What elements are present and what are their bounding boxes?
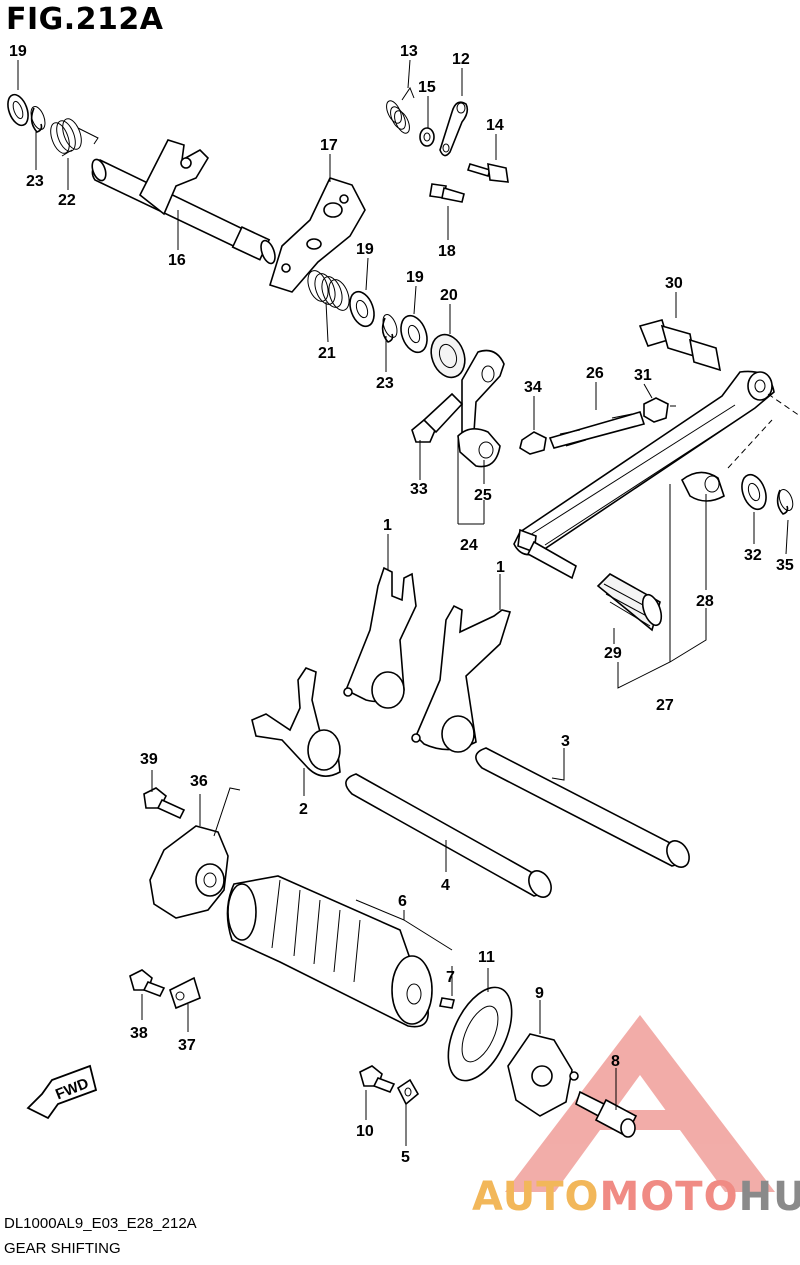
part-18-pin xyxy=(429,183,465,203)
callout-39: 39 xyxy=(140,751,158,768)
callout-25: 25 xyxy=(474,487,492,504)
callout-29: 29 xyxy=(604,645,622,662)
callout-6: 6 xyxy=(398,893,407,910)
shift-forks-group xyxy=(251,566,512,777)
part-12-link xyxy=(439,101,469,157)
gearshift-lever-group xyxy=(411,319,800,632)
callout-10: 10 xyxy=(356,1123,374,1140)
callout-37: 37 xyxy=(178,1037,196,1054)
callout-12: 12 xyxy=(452,51,470,68)
part-14-bolt xyxy=(466,162,509,183)
callout-21: 21 xyxy=(318,345,336,362)
diagram-caption: GEAR SHIFTING xyxy=(4,1240,121,1257)
callout-36: 36 xyxy=(190,773,208,790)
callout-15: 15 xyxy=(418,79,436,96)
callout-35: 35 xyxy=(776,557,794,574)
callout-19: 19 xyxy=(9,43,27,60)
callout-3: 3 xyxy=(561,733,570,750)
part-15-ring xyxy=(419,127,435,147)
callout-31: 31 xyxy=(634,367,652,384)
callout-34: 34 xyxy=(524,379,542,396)
callout-26: 26 xyxy=(586,365,604,382)
callout-1: 1 xyxy=(496,559,505,576)
shift-shaft-group xyxy=(7,93,366,293)
callout-13: 13 xyxy=(400,43,418,60)
callout-5: 5 xyxy=(401,1149,410,1166)
watermark-moto: MOTO xyxy=(599,1174,739,1220)
callout-11: 11 xyxy=(478,949,495,966)
watermark-auto: AUTO xyxy=(472,1174,600,1220)
callout-19: 19 xyxy=(356,241,374,258)
part-13-spring xyxy=(386,86,415,134)
callout-23: 23 xyxy=(376,375,394,392)
callout-2: 2 xyxy=(299,801,308,818)
callout-18: 18 xyxy=(438,243,456,260)
figure-title: FIG.212A xyxy=(6,2,164,37)
shaft-spacer-group xyxy=(307,270,466,379)
callout-19: 19 xyxy=(406,269,424,286)
callout-32: 32 xyxy=(744,547,762,564)
fwd-arrow-icon: FWD xyxy=(26,1064,98,1120)
callout-28: 28 xyxy=(696,593,714,610)
callout-labels: 19 23 22 16 13 15 12 14 18 17 19 19 20 2… xyxy=(9,43,794,1166)
callout-16: 16 xyxy=(168,252,186,269)
watermark-text: AUTOMOTOHUB xyxy=(472,1174,800,1220)
callout-14: 14 xyxy=(486,117,504,134)
shift-cam-group xyxy=(129,787,638,1138)
fork-shafts xyxy=(345,747,690,898)
callout-9: 9 xyxy=(535,985,544,1002)
watermark-hub: HUB xyxy=(738,1174,800,1220)
callout-20: 20 xyxy=(440,287,458,304)
callout-4: 4 xyxy=(441,877,450,894)
callout-8: 8 xyxy=(611,1053,620,1070)
callout-7: 7 xyxy=(446,969,455,986)
callout-38: 38 xyxy=(130,1025,148,1042)
callout-23: 23 xyxy=(26,173,44,190)
callout-22: 22 xyxy=(58,192,76,209)
callout-30: 30 xyxy=(665,275,683,292)
callout-1: 1 xyxy=(383,517,392,534)
callout-17: 17 xyxy=(320,137,338,154)
diagram-code: DL1000AL9_E03_E28_212A xyxy=(4,1215,197,1232)
callout-24: 24 xyxy=(460,537,478,554)
leader-lines xyxy=(17,59,789,1146)
callout-27: 27 xyxy=(656,697,674,714)
callout-33: 33 xyxy=(410,481,428,498)
